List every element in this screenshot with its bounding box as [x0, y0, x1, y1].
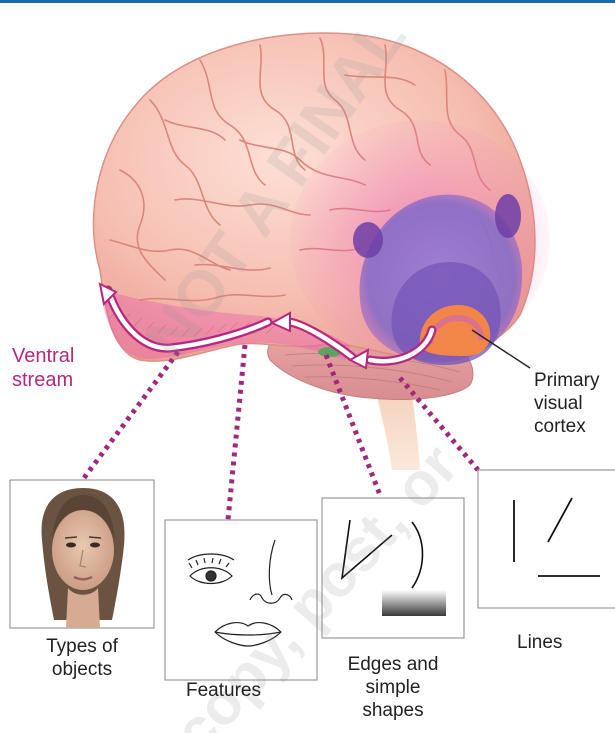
label-features: Features [186, 680, 261, 703]
panel-types-of-objects [10, 480, 154, 628]
label-lines: Lines [517, 632, 562, 655]
top-rule [0, 0, 615, 3]
dorsal-spot-2 [495, 194, 521, 238]
panel-edges-shapes [322, 498, 464, 638]
face-image [42, 488, 125, 628]
connector-objects [75, 352, 178, 490]
label-types-of-objects: Types of objects [22, 636, 142, 682]
panel-lines [478, 470, 615, 608]
label-edges-and-simple-shapes: Edges and simple shapes [330, 654, 456, 722]
panel-features [165, 520, 317, 680]
dorsal-spot-1 [353, 222, 383, 258]
connector-features [228, 345, 245, 520]
label-primary-visual-cortex: Primary visual cortex [534, 370, 599, 438]
label-ventral-stream: Ventral stream [12, 344, 74, 392]
